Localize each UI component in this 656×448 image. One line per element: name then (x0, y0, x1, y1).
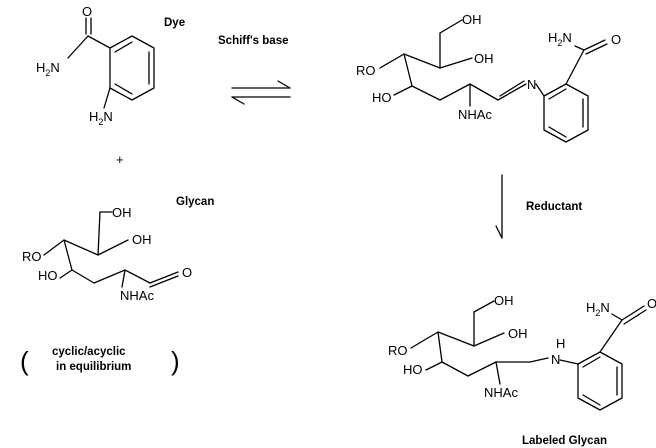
dye-structure: O H2N H2N (36, 4, 155, 127)
right-paren: ) (171, 346, 180, 376)
glycan-ho-label: HO (38, 268, 58, 283)
labeled-amide-n-label: H2N (586, 300, 610, 318)
equilibrium-line-2: in equilibrium (56, 361, 131, 373)
glycan-structure: OH OH RO HO NHAc O (22, 205, 192, 303)
dye-label: Dye (164, 17, 185, 29)
reductant-label: Reductant (526, 201, 582, 213)
dye-amide-n-label: H2N (36, 60, 60, 78)
schiff-amide-n-label: H2N (548, 30, 572, 48)
glycan-ro-label: RO (22, 249, 42, 264)
reduction-arrow-icon (495, 174, 503, 239)
labeled-amine-n-label: N (551, 352, 560, 367)
glycan-nhac-label: NHAc (120, 288, 154, 303)
schiff-base-structure: OH OH RO HO NHAc N H2N O (356, 12, 621, 143)
labeled-ho-label: HO (403, 362, 423, 377)
equilibrium-arrows-icon (231, 80, 291, 105)
labeled-oh-top-label: OH (494, 293, 514, 308)
glycan-oh-top-label: OH (112, 205, 132, 220)
schiff-oh-top-label: OH (462, 12, 482, 27)
dye-oxygen-label: O (82, 4, 92, 19)
schiff-imine-n-label: N (527, 77, 536, 92)
schiff-nhac-label: NHAc (458, 107, 492, 122)
schiffs-base-label: Schiff's base (218, 35, 288, 47)
labeled-oh-right-label: OH (508, 326, 528, 341)
plus-sign: + (116, 152, 124, 167)
left-paren: ( (20, 346, 29, 376)
labeled-glycan-structure: OH OH RO HO NHAc H N H2N O (388, 293, 656, 411)
schiff-oh-right-label: OH (474, 51, 494, 66)
equilibrium-line-1: cyclic/acyclic (52, 346, 126, 358)
glycan-oh-right-label: OH (132, 232, 152, 247)
labeled-nhac-label: NHAc (484, 385, 518, 400)
labeled-amine-h-label: H (556, 336, 565, 351)
dye-amine-label: H2N (89, 109, 113, 127)
schiff-ro-label: RO (356, 63, 376, 78)
glycan-label: Glycan (176, 196, 214, 208)
schiff-ho-label: HO (372, 90, 392, 105)
labeled-glycan-label: Labeled Glycan (522, 435, 607, 447)
labeled-ro-label: RO (388, 343, 408, 358)
labeled-oxygen-label: O (647, 296, 656, 311)
schiff-oxygen-label: O (611, 32, 621, 47)
glycan-aldehyde-o-label: O (182, 265, 192, 280)
